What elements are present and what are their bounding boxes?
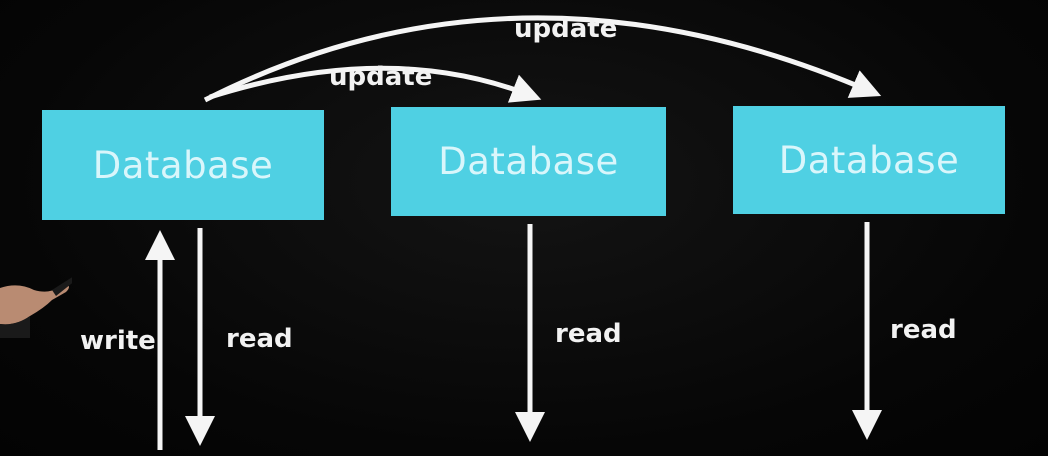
write-label: write xyxy=(80,326,156,356)
read-label-replica-1: read xyxy=(555,319,622,349)
read-label-replica-2: read xyxy=(890,315,957,345)
update-arrow-to-replica-2 xyxy=(203,15,882,103)
update-label-mid: update xyxy=(329,62,433,92)
database-label: Database xyxy=(438,140,619,183)
presenter-hand xyxy=(0,268,76,338)
read-label-primary: read xyxy=(226,324,293,354)
database-box-primary: Database xyxy=(42,110,324,220)
update-label-top: update xyxy=(514,14,618,44)
database-label: Database xyxy=(92,143,274,187)
database-label: Database xyxy=(778,138,960,182)
database-box-replica-2: Database xyxy=(733,106,1005,214)
database-box-replica-1: Database xyxy=(391,107,666,216)
update-arrow-to-replica-1 xyxy=(209,65,542,103)
